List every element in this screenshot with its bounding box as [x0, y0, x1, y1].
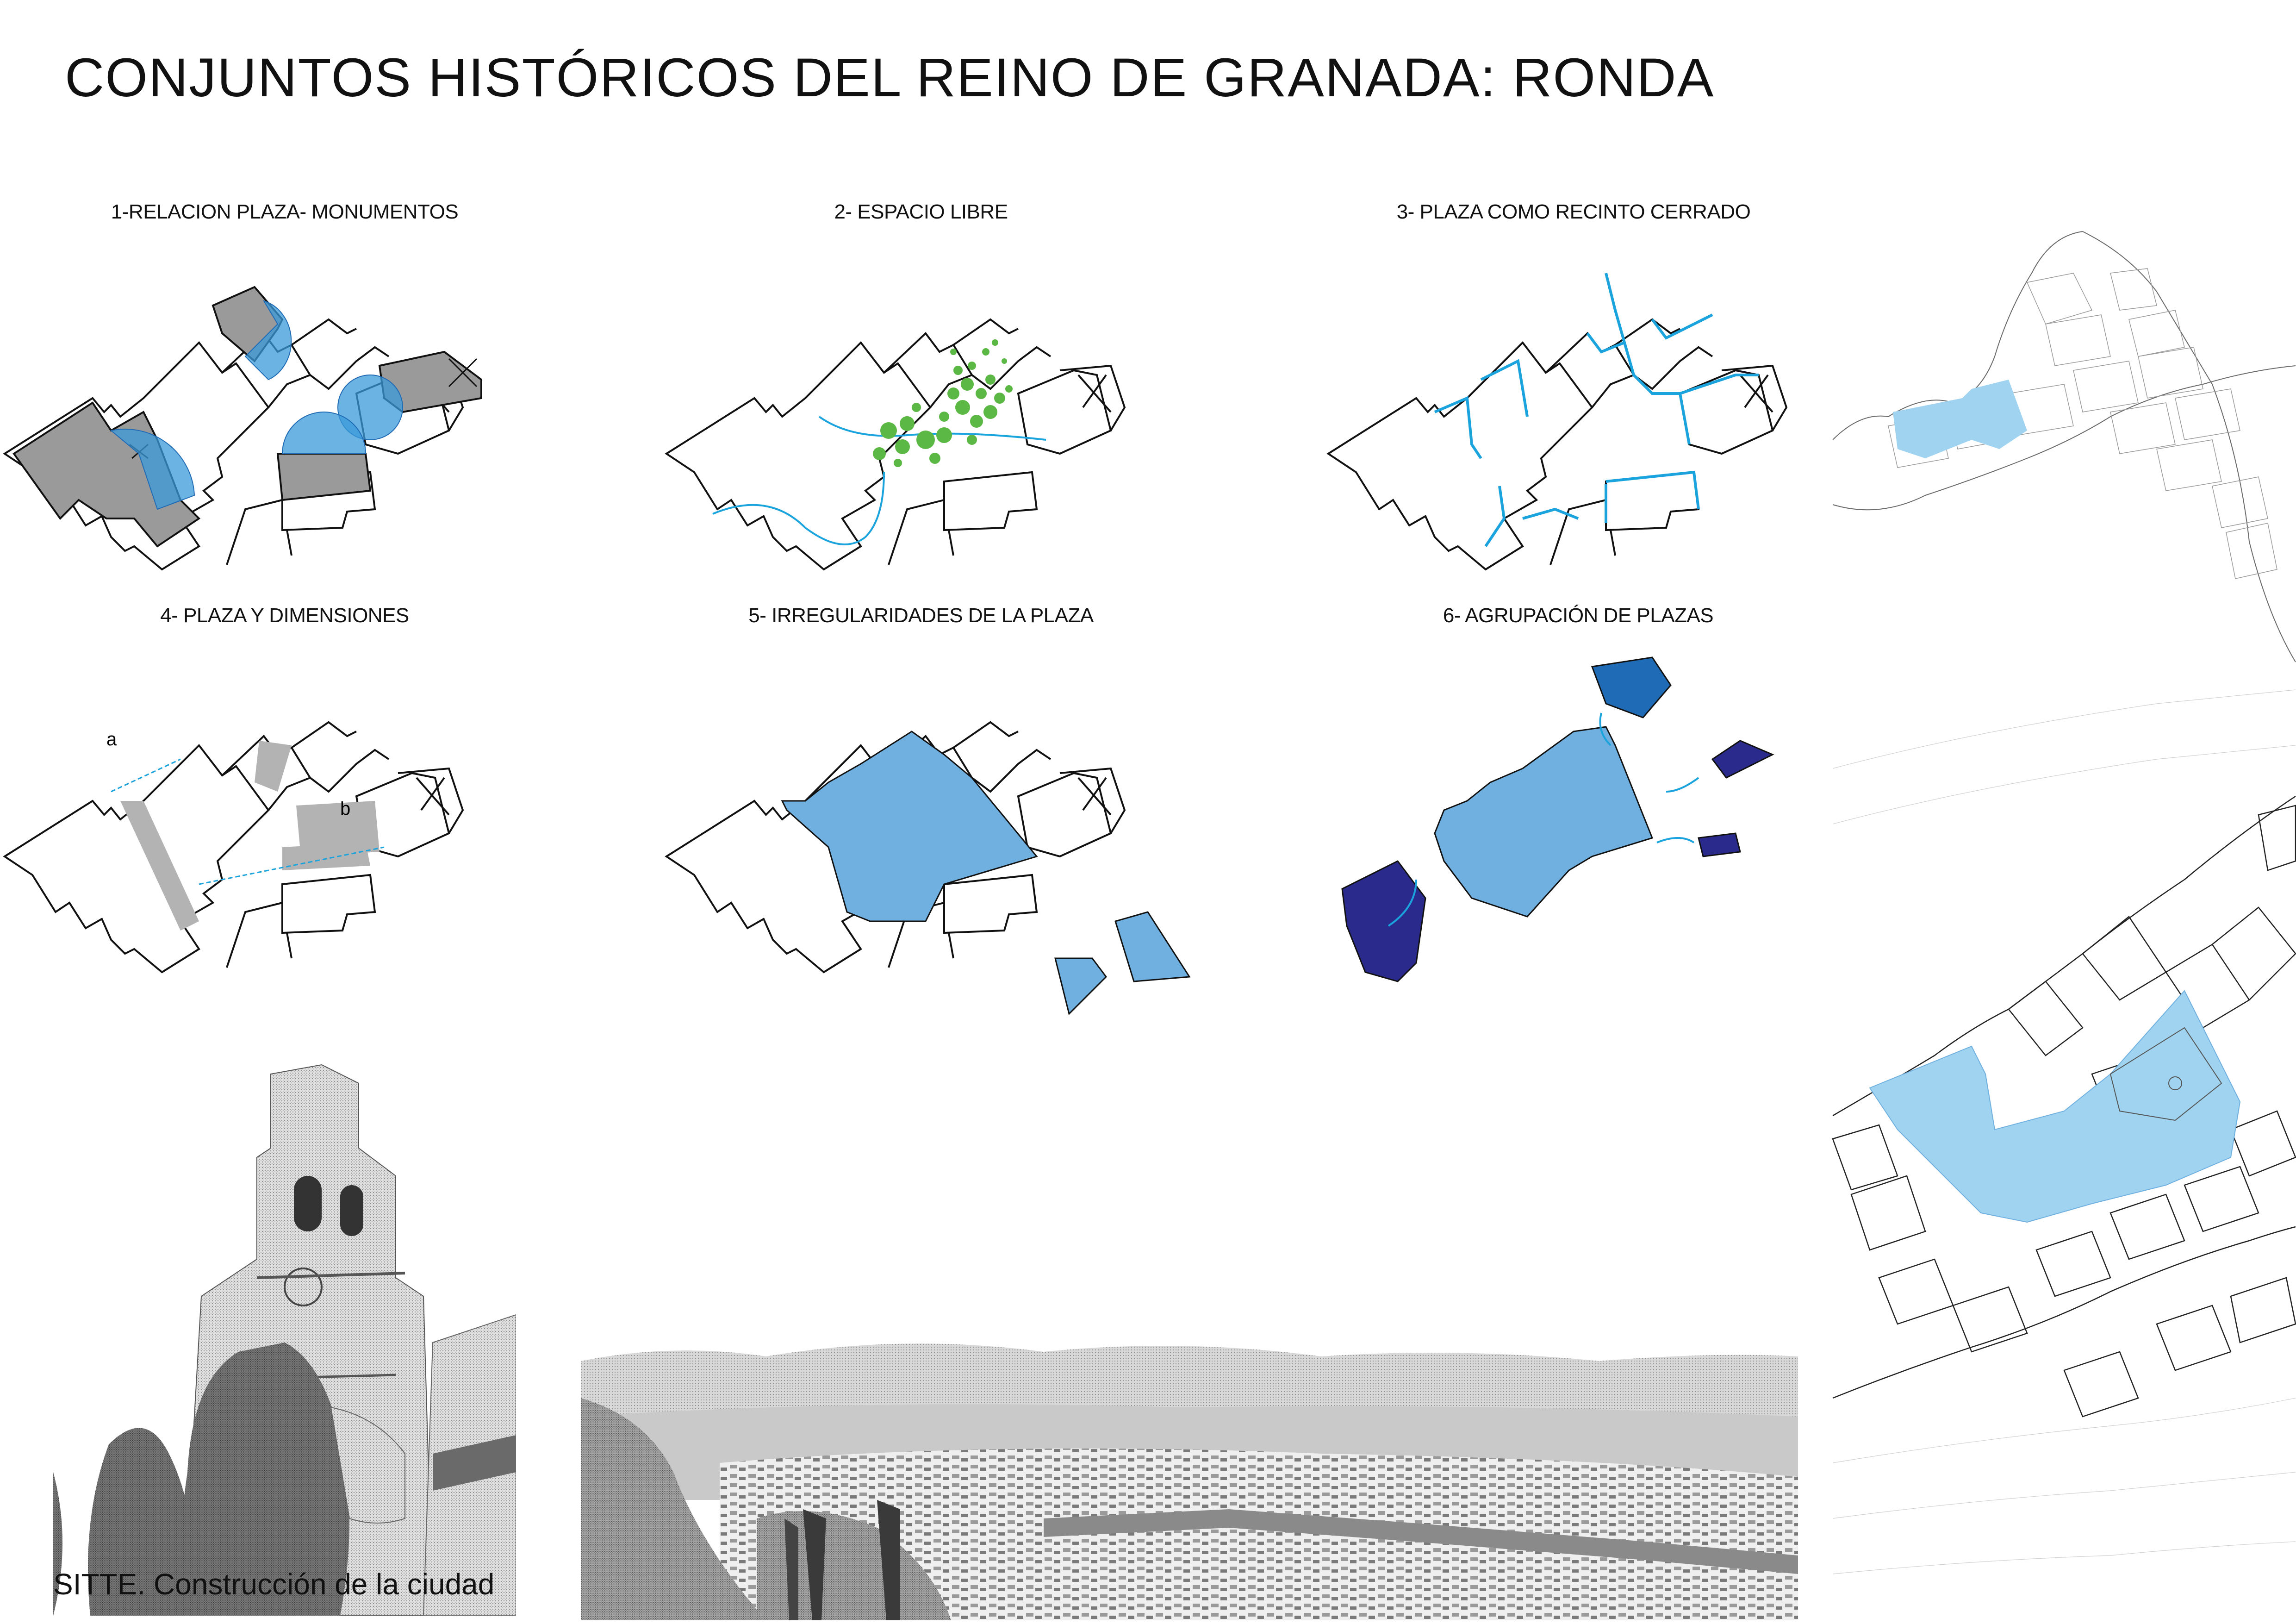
- diagram-plaza-grouping: [1341, 656, 1774, 982]
- dimension-a-line: [111, 758, 181, 793]
- plaza-north: [1591, 656, 1672, 718]
- diagram-free-space: [666, 319, 1126, 570]
- photo-caption: SITTE. Construcción de la ciudad: [53, 1568, 495, 1601]
- monument-domes: [110, 300, 403, 510]
- diagram-plaza-irregularities: [666, 721, 1191, 1015]
- diagram-plaza-monuments: [4, 286, 482, 570]
- dimension-b-line: [199, 846, 385, 885]
- path-arrow-2: [818, 416, 1046, 441]
- city-map-detail: [1832, 689, 2296, 1574]
- diagram-closed-precinct: [1327, 273, 1787, 570]
- bell-tower-photo: [53, 1056, 516, 1616]
- dimension-label-a: a: [106, 729, 117, 750]
- panel-label-2: 2- ESPACIO LIBRE: [834, 200, 1008, 223]
- plaza-southeast: [1698, 832, 1741, 857]
- path-arrow-1: [712, 472, 885, 545]
- main-plaza: [1434, 726, 1653, 918]
- panel-label-1: 1-RELACION PLAZA- MONUMENTOS: [111, 200, 459, 223]
- plaza-east: [1711, 740, 1774, 779]
- highlighted-plaza-detail: [1869, 990, 2241, 1223]
- enclosure-lines: [1434, 273, 1759, 547]
- plaza-fragment-2: [1114, 911, 1191, 982]
- monument-buildings: [12, 286, 482, 548]
- panel-label-5: 5- IRREGULARIDADES DE LA PLAZA: [748, 604, 1094, 627]
- panel-label-6: 6- AGRUPACIÓN DE PLAZAS: [1443, 604, 1714, 627]
- diagram-plaza-dimensions: a b: [4, 721, 464, 973]
- plaza-southwest: [1341, 860, 1426, 982]
- plaza-fragment-1: [1054, 957, 1107, 1015]
- city-map-overview: [1832, 231, 2296, 662]
- page-title: CONJUNTOS HISTÓRICOS DEL REINO DE GRANAD…: [65, 47, 1715, 108]
- highlighted-plaza-area: [1893, 380, 2027, 458]
- panel-label-4: 4- PLAZA Y DIMENSIONES: [160, 604, 409, 627]
- dimension-buildings: [120, 741, 380, 931]
- panorama-photo: [581, 1324, 1798, 1620]
- trees: [873, 339, 1013, 467]
- dimension-label-b: b: [340, 799, 350, 819]
- plaza-shape: [781, 731, 1038, 922]
- panel-label-3: 3- PLAZA COMO RECINTO CERRADO: [1396, 200, 1751, 223]
